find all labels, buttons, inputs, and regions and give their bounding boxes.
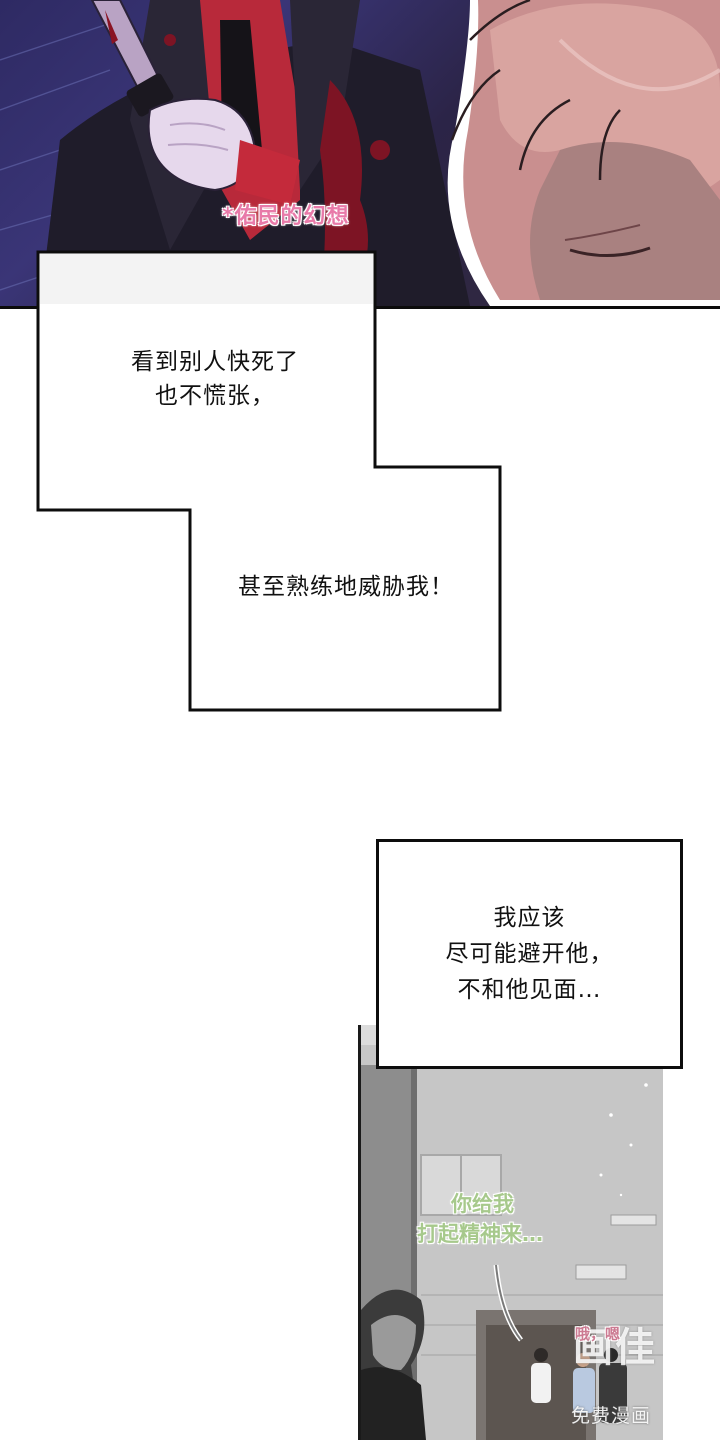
narration-1-text-bottom: 甚至熟练地威胁我！ bbox=[196, 570, 496, 604]
narration-2-text: 我应该 尽可能避开他， 不和他见面… bbox=[379, 900, 680, 1008]
wake-up-dialogue: 你给我 打起精神来… bbox=[417, 1189, 597, 1249]
narration-1-text-top: 看到别人快死了 也不慌张， bbox=[80, 345, 350, 413]
murmur-sfx: 哦，嗯 bbox=[575, 1325, 621, 1343]
narration-box-2: 我应该 尽可能避开他， 不和他见面… bbox=[376, 839, 683, 1069]
top-panel-artwork bbox=[0, 0, 720, 306]
narration-2-line-1: 我应该 bbox=[493, 905, 566, 931]
top-comic-panel: *佑民的幻想 bbox=[0, 0, 720, 309]
narration-2-line-2: 尽可能避开他， bbox=[445, 941, 614, 967]
narration-2-line-3: 不和他见面… bbox=[457, 977, 602, 1003]
watermark-label: 免费漫画 bbox=[571, 1405, 652, 1427]
wake-up-line-1: 你给我 bbox=[451, 1192, 514, 1216]
bottom-comic-panel: 你给我 打起精神来… 画佳 哦，嗯 免费漫画 bbox=[358, 1025, 663, 1440]
narration-1-line-3: 甚至熟练地威胁我！ bbox=[238, 574, 454, 600]
narration-1-line-1: 看到别人快死了 bbox=[131, 349, 299, 375]
wake-up-line-2: 打起精神来… bbox=[417, 1222, 543, 1246]
watermark-logo: 画佳 bbox=[573, 1325, 657, 1371]
narration-1-line-2: 也不慌张， bbox=[155, 383, 275, 409]
fantasy-caption: *佑民的幻想 bbox=[222, 204, 350, 229]
